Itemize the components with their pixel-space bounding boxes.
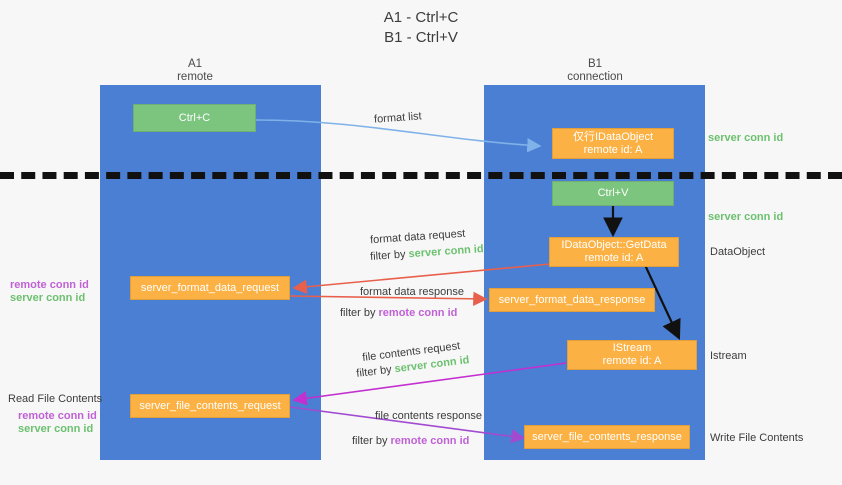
left-label-remote-conn-id-2: remote conn id xyxy=(18,410,97,422)
node-server-format-data-request[interactable]: server_format_data_request xyxy=(130,276,290,300)
fdresp-filter-value: remote conn id xyxy=(378,307,458,319)
right-label-write-file-contents: Write File Contents xyxy=(710,432,804,444)
node-sfcresp-label: server_file_contents_response xyxy=(532,430,682,443)
lane-b1-name: B1 xyxy=(587,58,603,70)
edge-label-format-data-response-filter: filter by remote conn id xyxy=(340,306,457,320)
node-ctrl-c[interactable]: Ctrl+C xyxy=(133,104,256,132)
edge-label-format-data-response: format data response xyxy=(360,286,464,298)
node-sfdreq-label: server_format_data_request xyxy=(140,281,280,294)
lane-header-b1: B1 connection xyxy=(520,58,670,84)
node-getdata-line1: IDataObject::GetData xyxy=(561,239,667,251)
node-idataobject-line1: 仅行IDataObject xyxy=(572,130,654,143)
node-server-format-data-response[interactable]: server_format_data_response xyxy=(489,288,655,312)
node-sfcreq-label: server_file_contents_request xyxy=(139,399,281,412)
right-label-dataobject: DataObject xyxy=(710,246,766,258)
fcresp-filter-prefix: filter by xyxy=(352,435,391,447)
node-istream-line2: remote id: A xyxy=(602,355,662,367)
phase-separator-dashed-line xyxy=(0,172,842,179)
right-label-server-conn-id-mid: server conn id xyxy=(708,211,784,223)
node-istream-line1: IStream xyxy=(612,342,652,354)
fdreq-filter-value: server conn id xyxy=(408,243,484,261)
left-label-server-conn-id-1: server conn id xyxy=(10,292,86,304)
left-label-server-conn-id-2: server conn id xyxy=(18,423,94,435)
lane-b1-role: connection xyxy=(567,71,623,83)
node-ctrl-v[interactable]: Ctrl+V xyxy=(552,181,674,206)
fdresp-filter-prefix: filter by xyxy=(340,307,379,319)
title-line-2: B1 - Ctrl+V xyxy=(384,29,458,46)
edge-label-format-list: format list xyxy=(373,110,423,126)
lane-header-a1: A1 remote xyxy=(120,58,270,84)
node-istream[interactable]: IStream remote id: A xyxy=(567,340,697,370)
node-idataobject-getdata[interactable]: IDataObject::GetData remote id: A xyxy=(549,237,679,267)
edge-label-file-contents-response: file contents response xyxy=(375,410,483,422)
node-server-file-contents-request[interactable]: server_file_contents_request xyxy=(130,394,290,418)
node-ctrl-c-line1: Ctrl+C xyxy=(178,111,211,124)
fcreq-filter-prefix: filter by xyxy=(355,363,396,380)
node-idataobject[interactable]: 仅行IDataObject remote id: A xyxy=(552,128,674,159)
lane-a1-role: remote xyxy=(177,71,213,83)
lane-a1-name: A1 xyxy=(187,58,203,70)
edge-label-file-contents-response-filter: filter by remote conn id xyxy=(352,434,469,448)
node-sfdresp-label: server_format_data_response xyxy=(498,293,646,306)
right-label-server-conn-id-top: server conn id xyxy=(708,132,784,144)
node-server-file-contents-response[interactable]: server_file_contents_response xyxy=(524,425,690,449)
node-getdata-line2: remote id: A xyxy=(584,252,644,264)
left-label-remote-conn-id-1: remote conn id xyxy=(10,279,89,291)
fcresp-filter-value: remote conn id xyxy=(390,435,470,447)
fdreq-filter-prefix: filter by xyxy=(369,248,409,263)
diagram-title: A1 - Ctrl+C B1 - Ctrl+V xyxy=(0,8,842,48)
left-label-read-file-contents: Read File Contents xyxy=(8,393,103,405)
node-idataobject-line2: remote id: A xyxy=(583,143,643,156)
node-ctrl-v-line1: Ctrl+V xyxy=(597,187,629,199)
title-line-1: A1 - Ctrl+C xyxy=(383,9,459,26)
right-label-istream: Istream xyxy=(710,350,747,362)
